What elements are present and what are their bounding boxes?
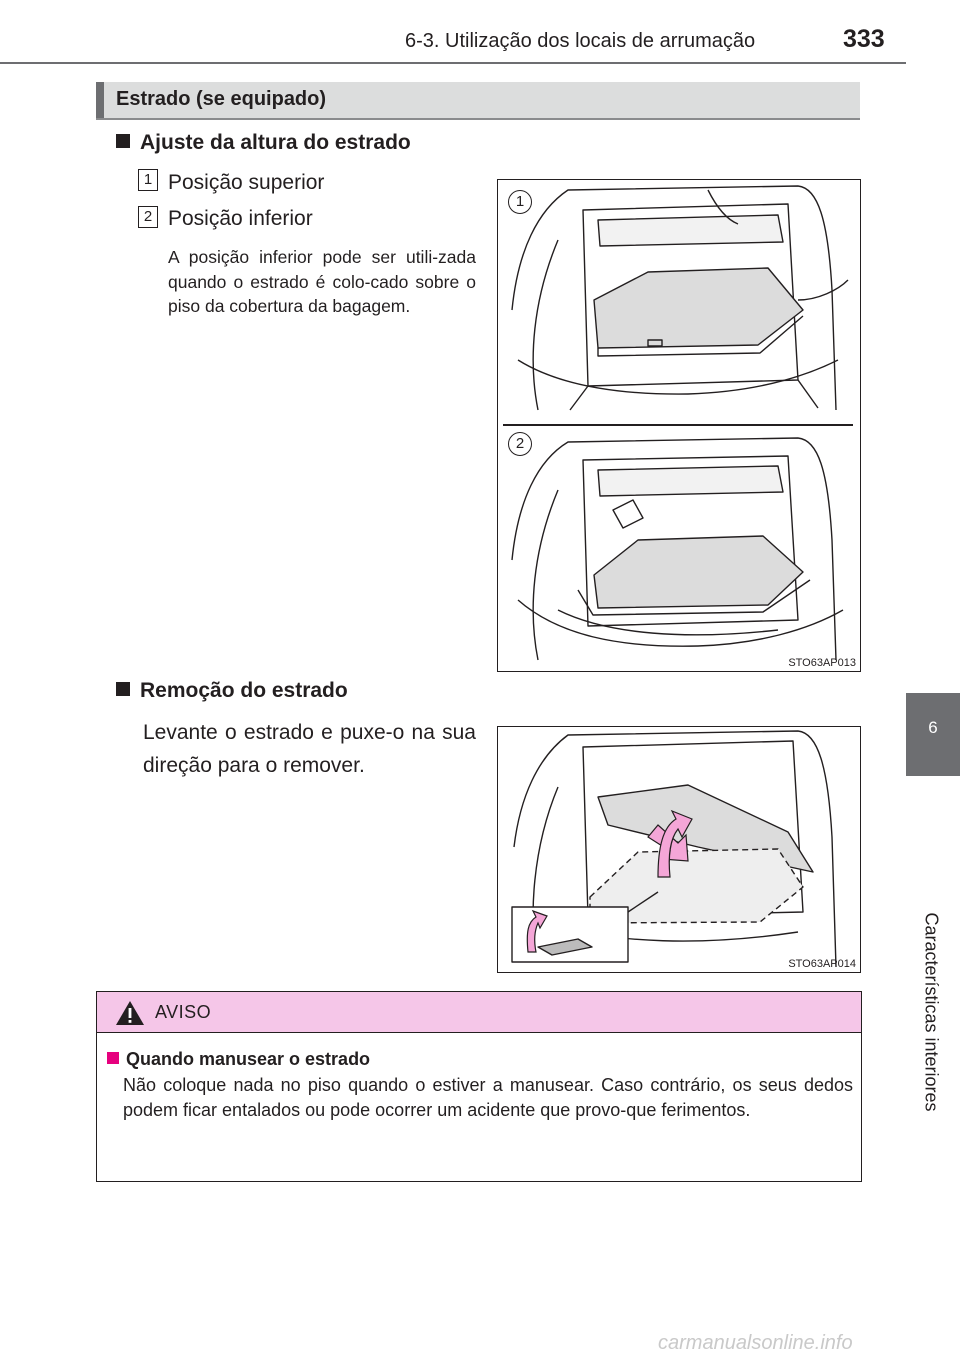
warning-text: Não coloque nada no piso quando o estive… xyxy=(123,1075,853,1120)
figure-label-upper: 1 xyxy=(508,190,532,214)
trunk-illustration-removal xyxy=(511,730,837,968)
figure-divider xyxy=(503,424,853,426)
page-number: 333 xyxy=(843,25,885,53)
detail-arrow-icon xyxy=(526,909,548,953)
chapter-tab[interactable]: 6 xyxy=(906,693,960,776)
warning-subheading: Quando manusear o estrado xyxy=(107,1049,370,1070)
section-bar-accent xyxy=(96,82,104,118)
warning-subheading-text: Quando manusear o estrado xyxy=(126,1049,371,1069)
section-bar: Estrado (se equipado) xyxy=(96,82,860,120)
header-title: 6-3. Utilização dos locais de arrumação xyxy=(405,30,756,52)
item-number-badge: 1 xyxy=(138,169,158,191)
watermark: carmanualsonline.info xyxy=(658,1332,853,1354)
removal-heading: Remoção do estrado xyxy=(116,679,348,703)
item-text-lower: Posição inferior xyxy=(168,207,313,230)
header-rule xyxy=(0,62,906,64)
adjust-heading: Ajuste da altura do estrado xyxy=(116,131,411,155)
figure-label-lower: 2 xyxy=(508,432,532,456)
removal-heading-text: Remoção do estrado xyxy=(140,679,348,702)
figure-deck-board-positions: 1 2 STO63AP013 xyxy=(497,179,861,672)
section-title: Estrado (se equipado) xyxy=(116,88,327,110)
warning-header: AVISO xyxy=(97,992,861,1033)
item-number-badge: 2 xyxy=(138,206,158,228)
figure-code: STO63AP013 xyxy=(788,657,856,669)
square-bullet-icon xyxy=(107,1052,119,1064)
warning-triangle-icon xyxy=(116,1001,144,1025)
figure-deck-board-removal: STO63AP014 xyxy=(497,726,861,973)
adjust-heading-text: Ajuste da altura do estrado xyxy=(140,131,411,154)
figure-code: STO63AP014 xyxy=(788,958,856,970)
pull-arrow-icon xyxy=(657,809,693,878)
trunk-illustration-positions xyxy=(511,185,849,661)
warning-box: AVISO Quando manusear o estrado Não colo… xyxy=(96,991,862,1182)
warning-label: AVISO xyxy=(155,1002,212,1022)
chapter-side-label: Características interiores xyxy=(921,912,942,1112)
item-text-upper: Posição superior xyxy=(168,171,325,194)
square-bullet-icon xyxy=(116,682,130,696)
square-bullet-icon xyxy=(116,134,130,148)
position-note: A posição inferior pode ser utili-zada q… xyxy=(168,247,476,316)
removal-instructions: Levante o estrado e puxe-o na sua direçã… xyxy=(143,721,476,777)
